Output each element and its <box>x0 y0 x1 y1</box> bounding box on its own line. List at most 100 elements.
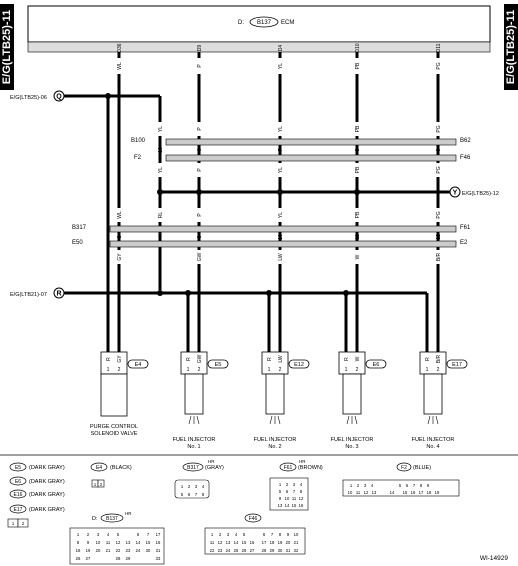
svg-text:11: 11 <box>106 540 111 545</box>
svg-text:2: 2 <box>286 482 289 487</box>
wire-label: P <box>197 168 203 172</box>
svg-text:17: 17 <box>262 540 267 545</box>
svg-text:8: 8 <box>202 492 205 497</box>
comp-code: E6 <box>373 362 380 368</box>
pin-number: 7 <box>278 148 284 151</box>
legend-color: (DARK GRAY) <box>29 479 65 485</box>
svg-text:10: 10 <box>285 496 290 501</box>
svg-text:16: 16 <box>250 540 255 545</box>
svg-text:12: 12 <box>116 540 121 545</box>
svg-text:6: 6 <box>137 532 140 537</box>
svg-text:4: 4 <box>235 532 238 537</box>
svg-text:2: 2 <box>188 484 191 489</box>
svg-text:12: 12 <box>364 490 369 495</box>
wire-label: WL <box>117 62 123 70</box>
svg-text:14: 14 <box>234 540 239 545</box>
svg-text:15: 15 <box>292 503 297 508</box>
svg-text:15: 15 <box>242 540 247 545</box>
legend-ovals <box>9 462 412 523</box>
svg-text:7: 7 <box>195 492 198 497</box>
svg-text:19: 19 <box>435 490 440 495</box>
pin-number: 11 <box>355 234 361 239</box>
svg-text:8: 8 <box>279 532 282 537</box>
comp-wire: GW <box>197 354 203 363</box>
comp-code: E4 <box>135 362 142 368</box>
ecm-pin-label: D10 <box>355 43 361 52</box>
svg-text:33: 33 <box>156 556 161 561</box>
svg-text:5: 5 <box>399 483 402 488</box>
pin-number: 10 <box>278 234 284 240</box>
svg-text:13: 13 <box>372 490 377 495</box>
svg-text:18: 18 <box>427 490 432 495</box>
svg-text:17: 17 <box>419 490 424 495</box>
svg-text:4: 4 <box>371 483 374 488</box>
pin-number: 12 <box>436 234 442 240</box>
svg-text:7: 7 <box>271 532 274 537</box>
svg-text:7: 7 <box>413 483 416 488</box>
svg-text:24: 24 <box>226 548 231 553</box>
wire-label: PG <box>436 62 442 69</box>
svg-text:32: 32 <box>294 548 299 553</box>
legend-color: (BROWN) <box>298 465 323 471</box>
wire-label: PB <box>355 62 361 69</box>
pinout-sketches <box>7 477 460 565</box>
svg-text:7: 7 <box>293 489 296 494</box>
svg-text:21: 21 <box>106 548 111 553</box>
svg-text:2: 2 <box>87 532 90 537</box>
legend-code: E16 <box>14 492 23 498</box>
pin-number: 6 <box>197 148 203 151</box>
wire-label: GY <box>117 253 123 261</box>
connector-f46: F46 <box>460 155 471 161</box>
wire-label: P <box>197 64 203 68</box>
svg-text:13: 13 <box>278 503 283 508</box>
junction-dots <box>105 93 360 296</box>
ecm-code: B137 <box>257 20 272 26</box>
svg-text:24: 24 <box>136 548 141 553</box>
comp-pin: 2 <box>356 367 359 373</box>
connector-e2: E2 <box>460 240 468 246</box>
legend-code: E6 <box>15 479 21 485</box>
junction-dot <box>185 290 191 296</box>
svg-text:9: 9 <box>279 496 282 501</box>
svg-text:4: 4 <box>107 532 110 537</box>
svg-text:5: 5 <box>117 532 120 537</box>
svg-text:1: 1 <box>279 482 282 487</box>
svg-text:9: 9 <box>427 483 430 488</box>
legend-code: F61 <box>284 465 293 471</box>
legend-color: (DARK GRAY) <box>29 465 65 471</box>
svg-text:26: 26 <box>76 556 81 561</box>
ref-y-code: E/G(LTB25)-12 <box>462 191 499 197</box>
svg-text:21: 21 <box>294 540 299 545</box>
svg-text:8: 8 <box>300 489 303 494</box>
comp-code: E5 <box>215 362 222 368</box>
svg-text:15: 15 <box>146 540 151 545</box>
svg-text:30: 30 <box>146 548 151 553</box>
junction-dot <box>157 189 163 195</box>
junction-dot <box>105 93 111 99</box>
svg-text:16: 16 <box>299 503 304 508</box>
comp-pin: 1 <box>187 367 190 373</box>
comp-pin: 1 <box>268 367 271 373</box>
svg-text:6: 6 <box>286 489 289 494</box>
comp-name-line2: No. 1 <box>187 444 200 450</box>
junction-dot <box>157 290 163 296</box>
svg-text:1: 1 <box>12 521 15 526</box>
comp-pin: 2 <box>198 367 201 373</box>
ecm-code-oval <box>249 16 279 28</box>
legend-color: (DARK GRAY) <box>29 492 65 498</box>
ref-q-circle <box>53 90 65 102</box>
wire-label: WL <box>117 211 123 219</box>
svg-text:31: 31 <box>156 548 161 553</box>
ref-r-circle <box>53 287 65 299</box>
legend-code: E5 <box>15 465 21 471</box>
svg-text:2: 2 <box>219 532 222 537</box>
side-tab-text: E/G(LTB25)-11 <box>505 9 517 85</box>
comp-wire: R <box>106 357 112 361</box>
svg-text:2: 2 <box>357 483 360 488</box>
svg-text:4: 4 <box>300 482 303 487</box>
figure-id: WI-14929 <box>480 555 509 562</box>
ref-r-code: E/G(LTB21)-07 <box>10 292 47 298</box>
wire-label: YL <box>278 126 284 132</box>
svg-text:18: 18 <box>76 548 81 553</box>
